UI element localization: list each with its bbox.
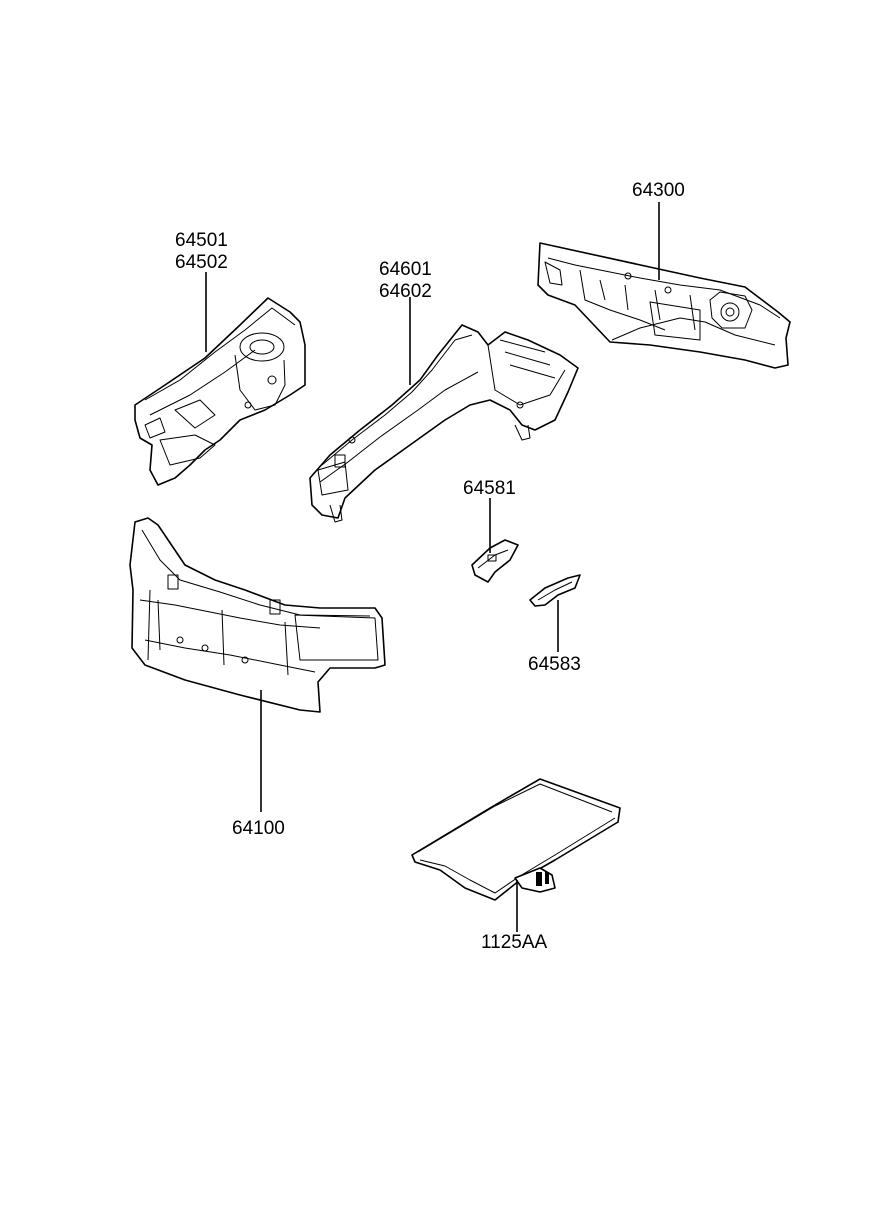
insulator-pad-label: 1125AA [481,932,548,953]
fender-apron-label-2: 64502 [175,252,228,273]
insulator-pad-part[interactable] [411,778,621,901]
bracket-a-part[interactable] [471,539,519,583]
bracket-b-part[interactable] [529,574,581,607]
front-side-member-part[interactable] [309,324,579,523]
dash-panel-label: 64300 [632,180,685,201]
radiator-support-part[interactable] [129,517,386,713]
fender-apron-part[interactable] [134,297,306,486]
dash-panel-part[interactable] [537,242,791,369]
radiator-support-label: 64100 [232,818,285,839]
fender-apron-label-1: 64501 [175,230,228,251]
front-side-member-label-1: 64601 [379,259,432,280]
front-side-member-label-2: 64602 [379,281,432,302]
bracket-b-label: 64583 [528,654,581,675]
bracket-a-label: 64581 [463,478,516,499]
